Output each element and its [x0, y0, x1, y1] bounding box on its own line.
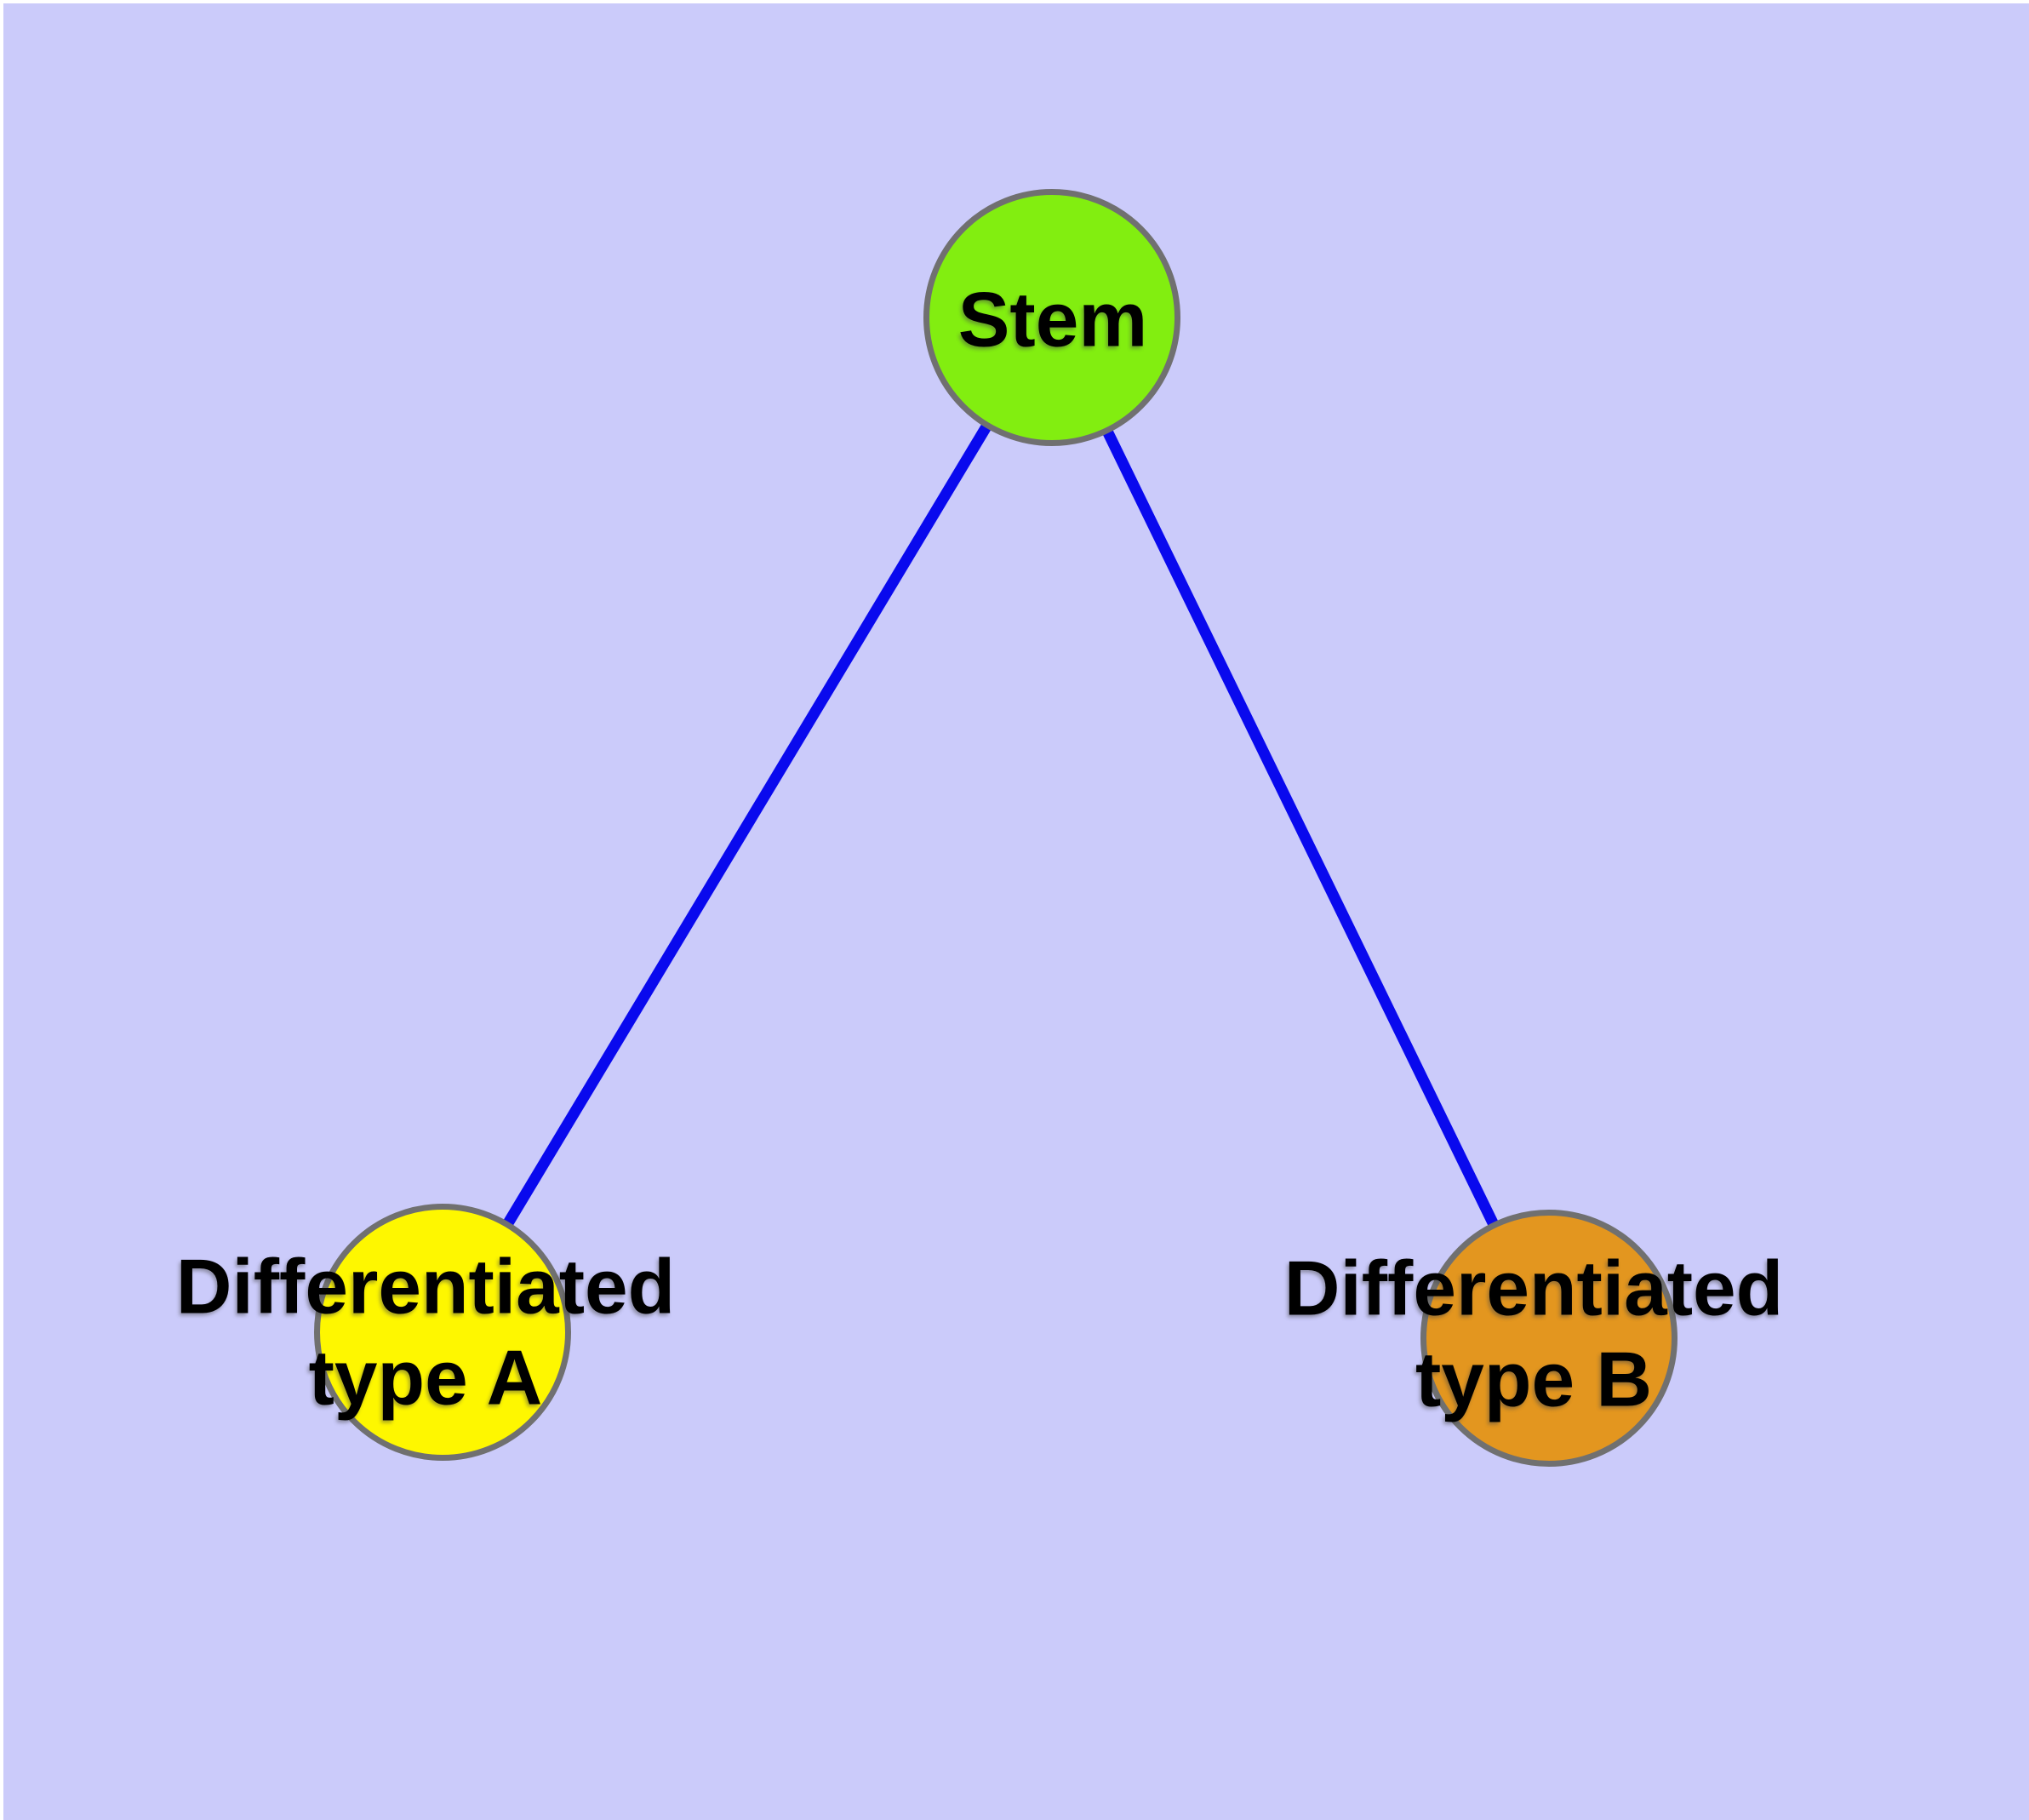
node-label-differentiated-type-b: Differentiated type B [1284, 1244, 1784, 1427]
node-label-differentiated-type-a: Differentiated type A [176, 1242, 676, 1425]
node-differentiated-type-a[interactable] [314, 1204, 571, 1461]
edge-stem-to-type-b [1047, 315, 1554, 1341]
node-label-type-b-line1: Differentiated [1283, 1245, 1784, 1332]
window-edge-left [0, 0, 3, 1820]
node-stem[interactable] [923, 189, 1180, 446]
node-label-type-b-line2: type B [1415, 1337, 1653, 1423]
window-edge-top [0, 0, 2029, 3]
node-label-type-a-line1: Differentiated [175, 1244, 676, 1331]
edge-stem-to-type-a [437, 314, 1057, 1336]
node-differentiated-type-b[interactable] [1420, 1210, 1677, 1467]
node-label-stem-text: Stem [957, 277, 1148, 363]
node-label-type-a-line2: type A [308, 1336, 543, 1422]
node-label-stem: Stem [958, 274, 1148, 365]
